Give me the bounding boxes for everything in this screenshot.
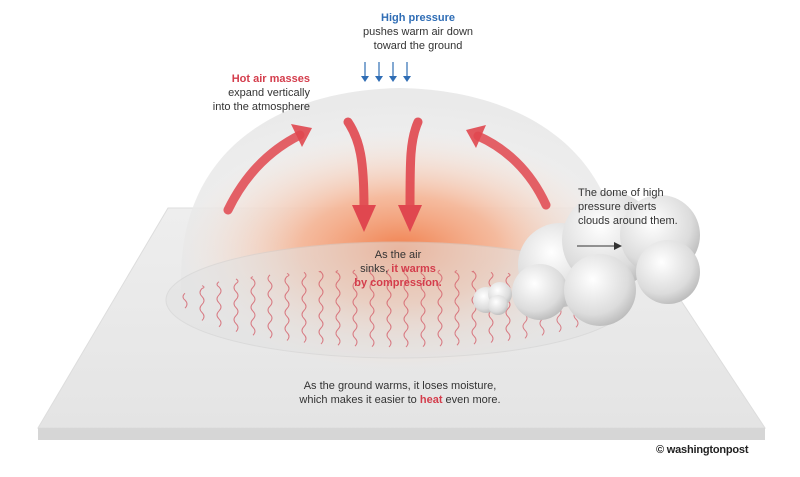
sinks-line3-accent: by compression. [354, 277, 442, 289]
sinks-line2-plain: sinks, [360, 263, 392, 275]
hot-air-title: Hot air masses [231, 73, 310, 85]
sinking-arrow-left-icon [343, 117, 376, 232]
heat-wave-line [233, 278, 239, 332]
expanding-arrow-right-icon [466, 125, 551, 210]
heat-wave-line [352, 269, 358, 347]
hot-air-line2: into the atmosphere [212, 101, 310, 113]
heat-wave-line [199, 285, 205, 321]
heat-wave-line [182, 292, 188, 309]
heat-wave-line [403, 269, 409, 348]
heat-wave-line [505, 272, 511, 342]
high-pressure-line2: toward the ground [373, 40, 463, 52]
cloud-small [473, 282, 512, 315]
heat-wave-line [267, 274, 273, 339]
heat-wave-line [335, 270, 341, 346]
hot-air-line1: expand vertically [228, 87, 310, 99]
heat-wave-line [386, 269, 392, 348]
sinks-line2: sinks, it warms [318, 262, 478, 276]
dome-line3: clouds around them. [578, 215, 678, 227]
ground-label: As the ground warms, it loses moisture, … [230, 379, 570, 407]
heat-wave-line [250, 276, 256, 336]
dome-label: The dome of high pressure diverts clouds… [578, 186, 708, 228]
ground-line2-plain-a: which makes it easier to [299, 394, 420, 406]
expanding-arrow-left-icon [223, 124, 312, 215]
high-pressure-line1: pushes warm air down [362, 26, 474, 38]
heat-wave-line [437, 269, 443, 347]
heat-wave-line [369, 269, 375, 348]
heat-wave-line [284, 272, 290, 341]
heat-rising-lines [182, 269, 613, 348]
cloud-large [512, 192, 700, 326]
high-pressure-label: High pressure pushes warm air down towar… [318, 11, 518, 53]
sinks-line2-accent: it warms [391, 263, 436, 275]
ground-line1: As the ground warms, it loses moisture, [303, 380, 497, 392]
heat-wave-line [454, 270, 460, 346]
credit-text: © washingtonpost [656, 444, 749, 456]
ground-line2-plain-b: even more. [442, 394, 501, 406]
high-pressure-arrows-icon [361, 62, 411, 82]
dome-line1: The dome of high [578, 187, 664, 199]
diversion-arrow-icon [577, 242, 622, 250]
dome-line2: pressure diverts [578, 201, 657, 213]
sinking-arrow-right-icon [398, 117, 423, 232]
heat-wave-line [420, 269, 426, 348]
sinks-label: As the air sinks, it warms by compressio… [318, 248, 478, 290]
pressure-dome [165, 88, 631, 370]
heat-wave-line [301, 271, 307, 343]
heat-wave-line [318, 270, 324, 345]
high-pressure-title: High pressure [381, 12, 455, 24]
ground-line2-accent: heat [419, 394, 443, 406]
heat-wave-line [216, 281, 222, 328]
hot-air-label: Hot air masses expand vertically into th… [160, 72, 310, 114]
sinks-line1: As the air [374, 249, 422, 261]
ground-line2: which makes it easier to heat even more. [230, 393, 570, 407]
